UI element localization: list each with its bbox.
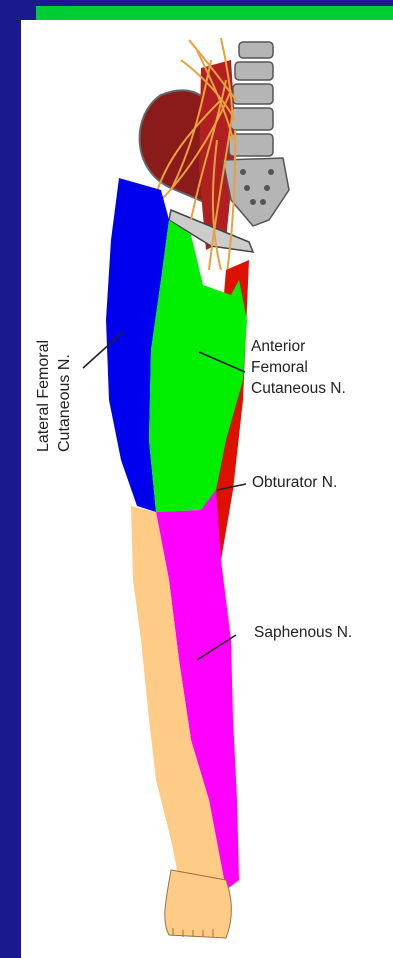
accent-bar [36, 6, 393, 20]
anterior-femoral-cutaneous-label: Anterior Femoral Cutaneous N. [251, 336, 346, 399]
obturator-label: Obturator N. [252, 472, 337, 493]
lateral-femoral-cutaneous-label: Lateral Femoral Cutaneous N. [33, 340, 75, 452]
foot [165, 870, 231, 938]
lateral-label-line-2: Cutaneous N. [54, 340, 75, 452]
anterior-label-line-1: Anterior [251, 336, 346, 357]
saphenous-label: Saphenous N. [254, 622, 352, 643]
anterior-label-line-2: Femoral [251, 357, 346, 378]
lateral-label-line-1: Lateral Femoral [33, 340, 54, 452]
anterior-label-line-3: Cutaneous N. [251, 378, 346, 399]
